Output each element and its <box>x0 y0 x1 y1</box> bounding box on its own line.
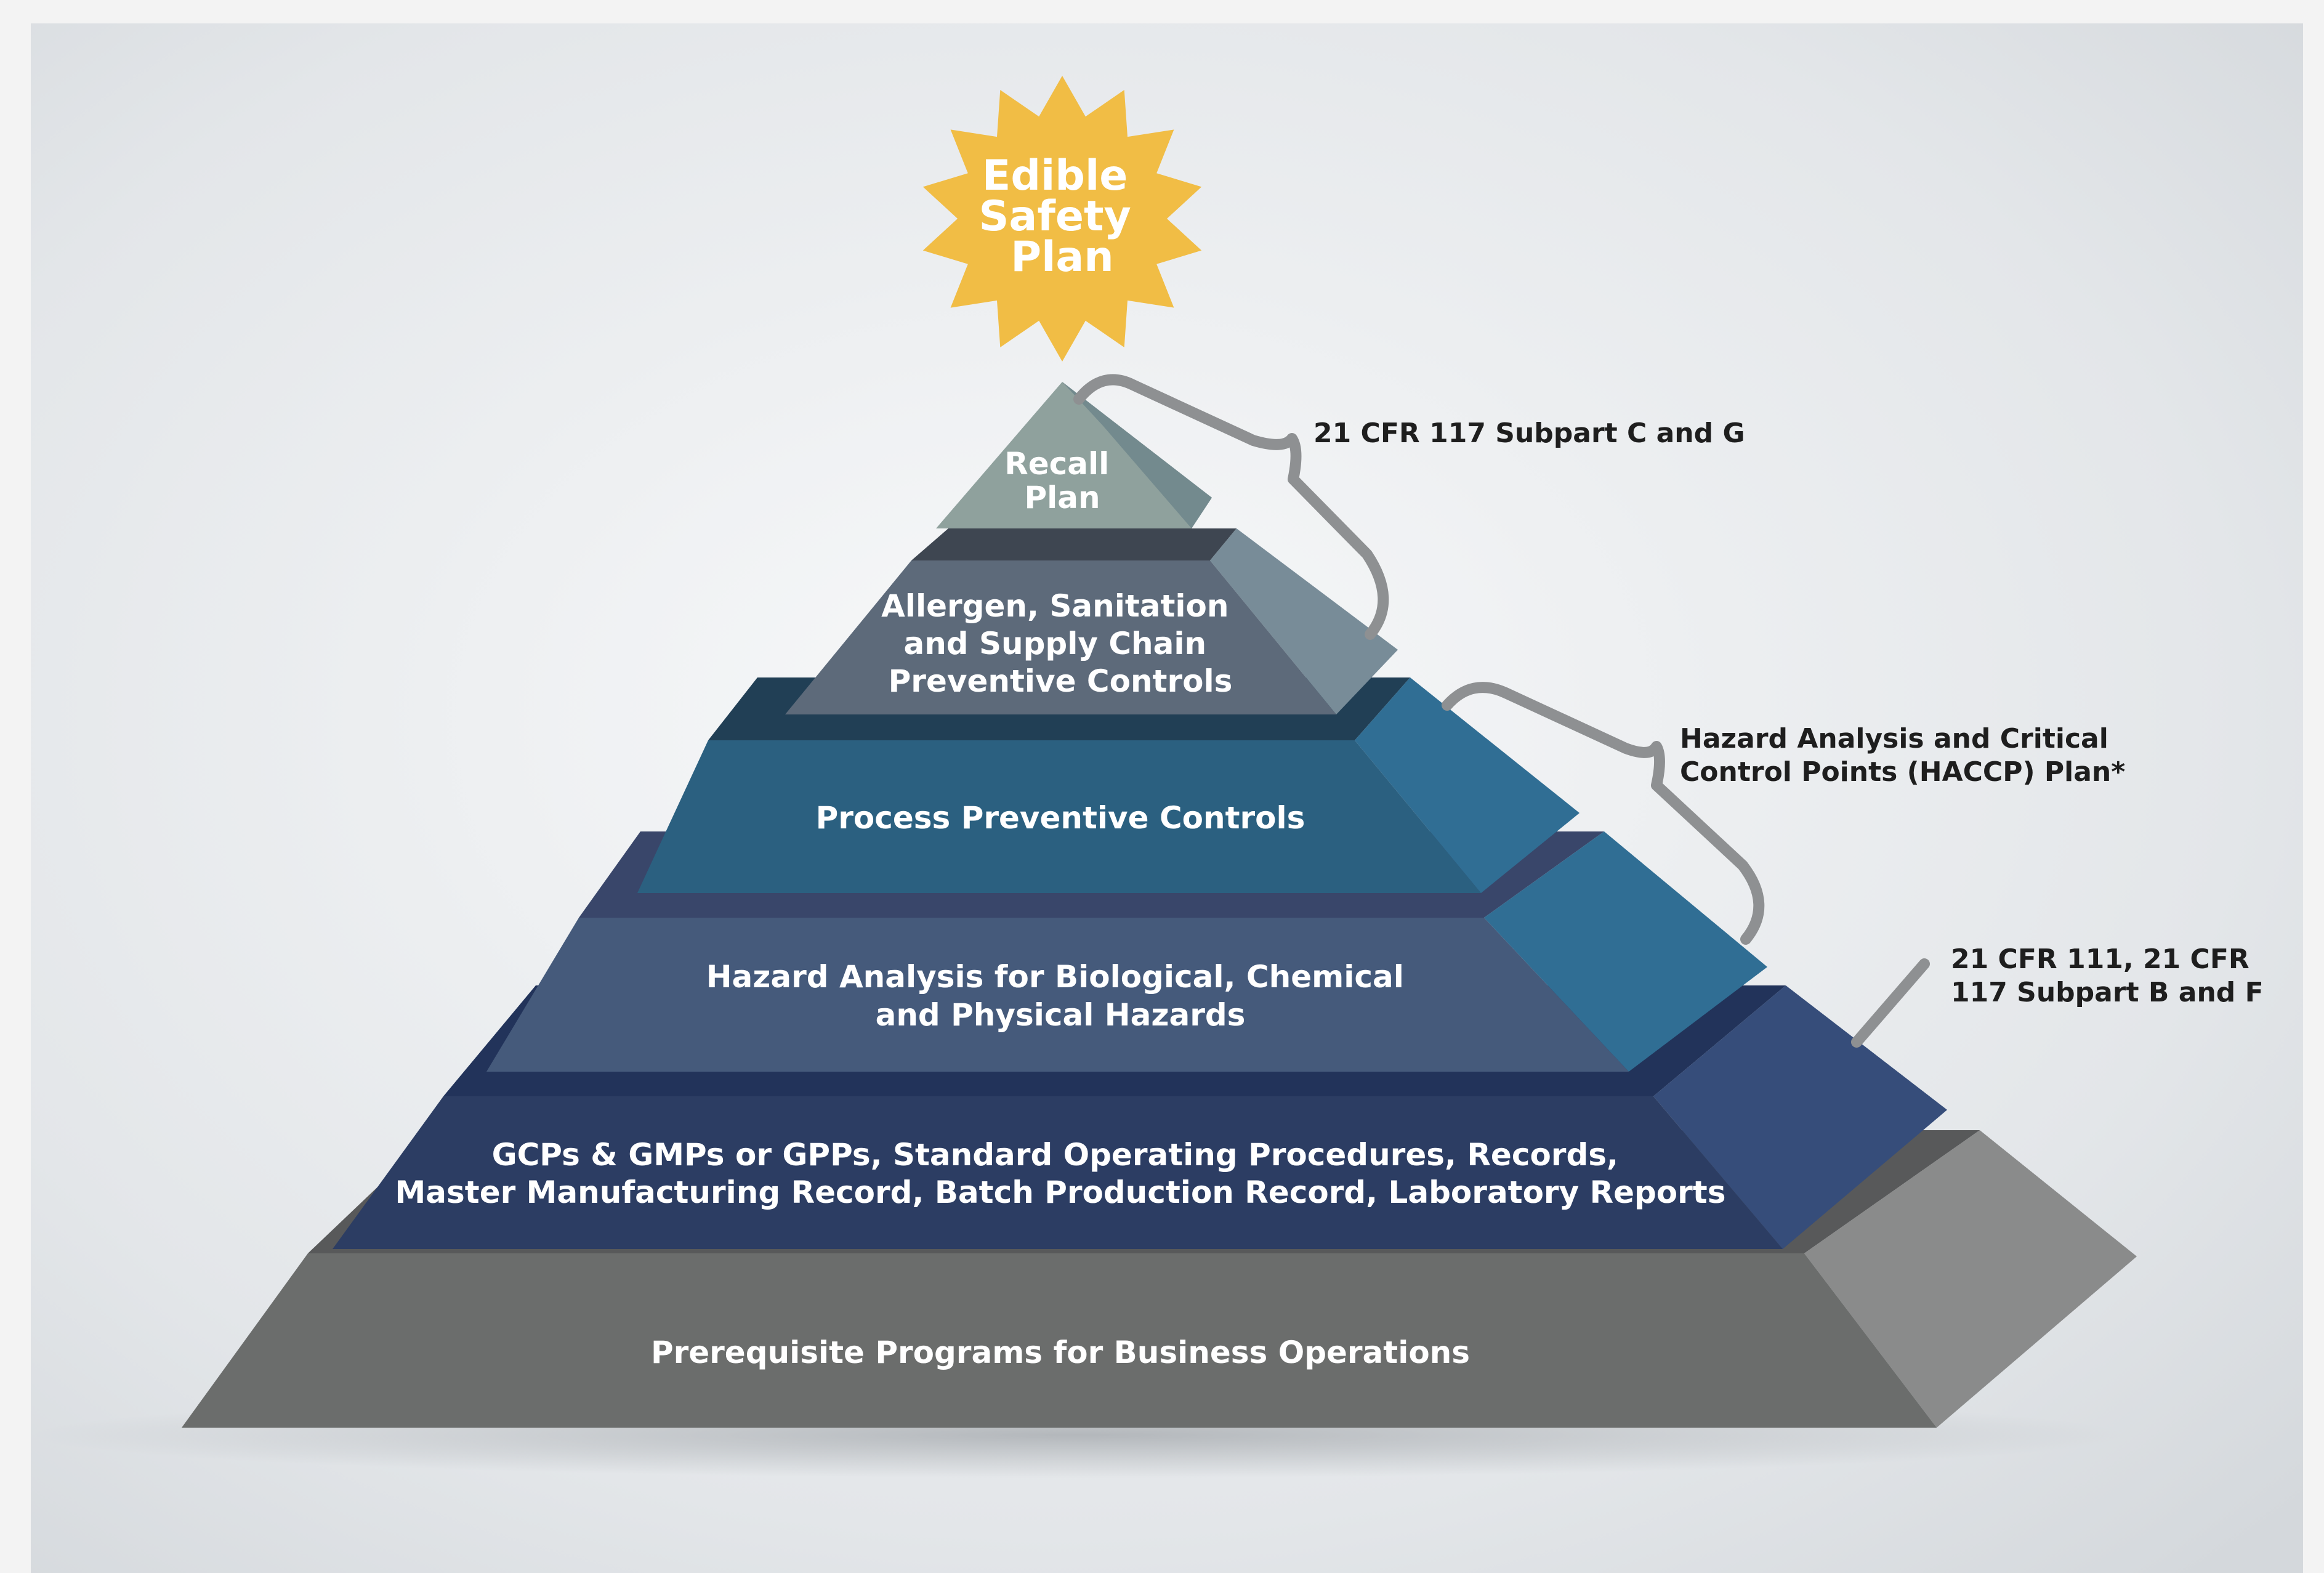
tier-3-face <box>637 740 1481 893</box>
tier-5-face <box>333 1096 1783 1249</box>
annotation-cfr-111: 21 CFR 111, 21 CFR 117 Subpart B and F <box>1951 944 2264 1008</box>
tier-base-label: Prerequisite Programs for Business Opera… <box>651 1335 1470 1370</box>
brackets <box>1073 374 1930 1048</box>
tier-1 <box>936 382 1212 528</box>
tier-2-face <box>785 560 1336 714</box>
tier-1-label: Recall Plan <box>1004 446 1120 516</box>
annotation-subpart-c-g: 21 CFR 117 Subpart C and G <box>1313 418 1745 449</box>
tier-base-face <box>182 1253 1937 1428</box>
tier-5-label: GCPs & GMPs or GPPs, Standard Operating … <box>395 1137 1726 1210</box>
tier-2-label: Allergen, Sanitation and Supply Chain Pr… <box>881 588 1240 699</box>
tier-3-label: Process Preventive Controls <box>816 800 1305 836</box>
annotation-haccp: Hazard Analysis and Critical Control Poi… <box>1680 723 2125 788</box>
star-label: Edible Safety Plan <box>978 152 1145 281</box>
tier-1-face <box>936 382 1212 528</box>
tier-4-label: Hazard Analysis for Biological, Chemical… <box>706 959 1415 1033</box>
tier-2 <box>785 528 1398 714</box>
star-badge: Edible Safety Plan <box>922 76 1202 362</box>
connector-cfr-111 <box>1851 958 1930 1048</box>
bracket-subpart-c-g <box>1073 374 1389 640</box>
star-shape <box>922 76 1202 362</box>
tier-4-face <box>486 918 1629 1072</box>
bracket-haccp <box>1442 682 1765 945</box>
